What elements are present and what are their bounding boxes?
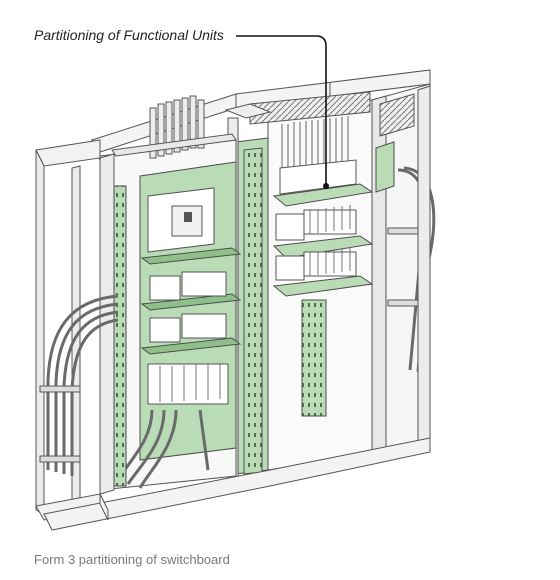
left-section	[99, 95, 242, 495]
callout-leader	[236, 35, 327, 186]
base-frame	[43, 437, 431, 531]
functional-units-section	[249, 91, 374, 471]
right-section	[371, 83, 436, 456]
callout-label: Partitioning of Functional Units	[34, 27, 224, 43]
figure-caption: Form 3 partitioning of switchboard	[34, 552, 230, 567]
